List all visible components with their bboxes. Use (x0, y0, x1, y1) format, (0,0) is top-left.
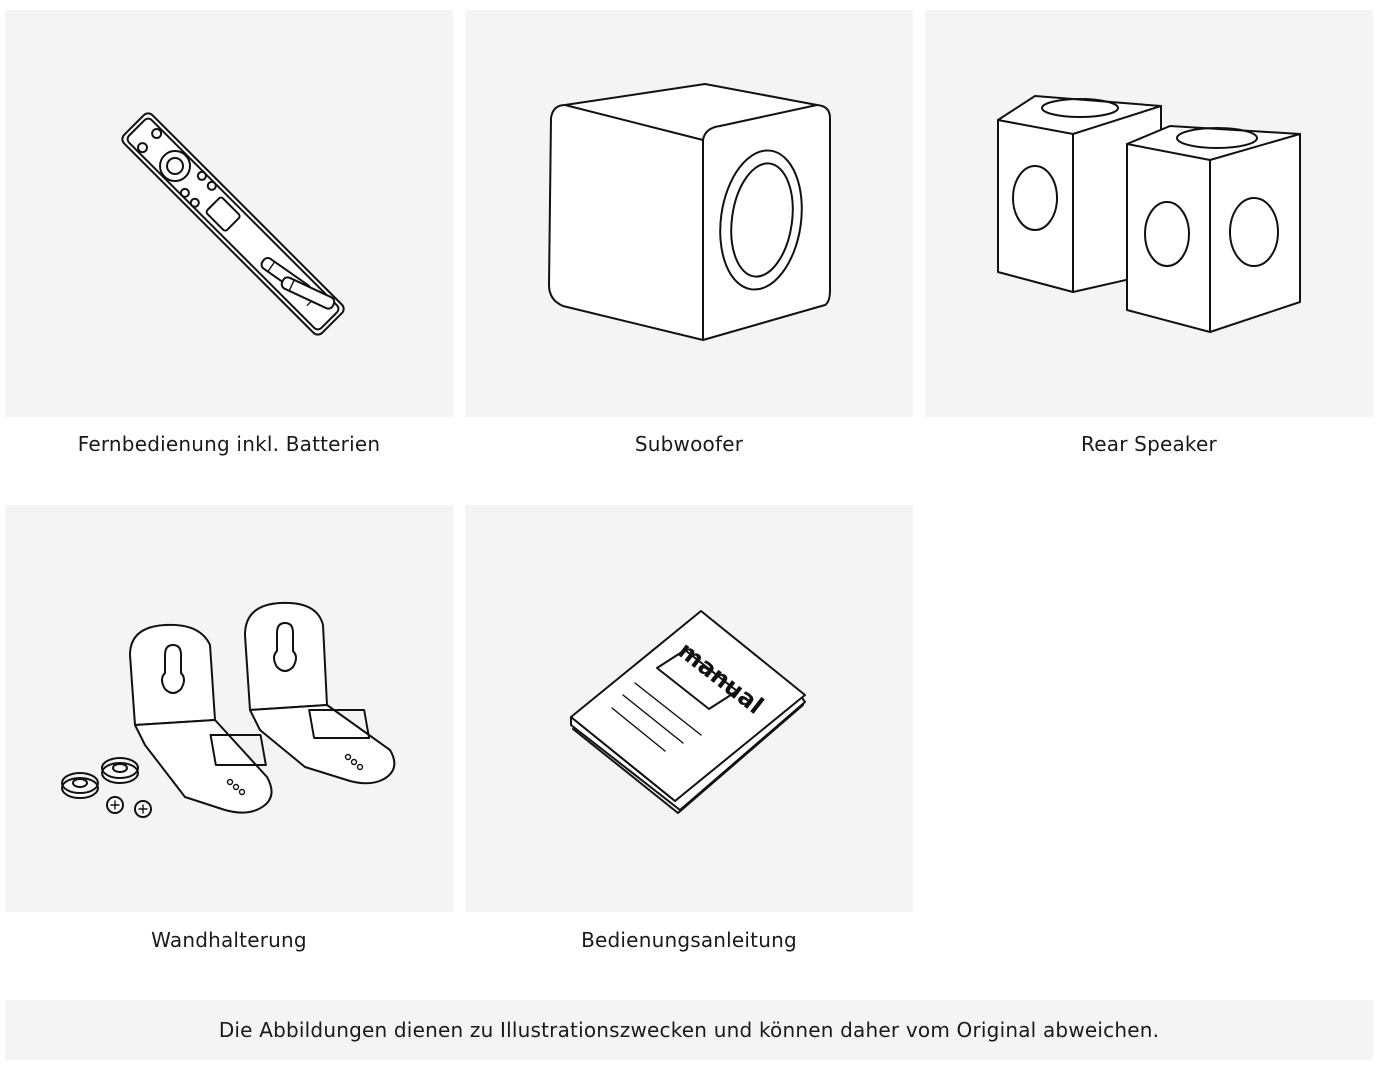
manual-booklet-icon: manual (570, 610, 806, 814)
item-card-rear-speaker (925, 10, 1373, 417)
item-label: Wandhalterung (151, 928, 307, 952)
subwoofer-icon (548, 83, 831, 341)
item-card-subwoofer (465, 10, 913, 417)
item-label: Bedienungsanleitung (581, 928, 797, 952)
item-label: Rear Speaker (1081, 432, 1217, 456)
disclaimer-bar: Die Abbildungen dienen zu Illustrationsz… (5, 1000, 1373, 1060)
item-card-remote (5, 10, 453, 417)
item-card-wall-mount (5, 505, 453, 912)
item-label: Subwoofer (634, 432, 744, 456)
remote-control-with-batteries-icon (121, 112, 345, 336)
wall-mount-brackets-icon (61, 601, 396, 818)
rear-speakers-icon (997, 95, 1301, 333)
disclaimer-text: Die Abbildungen dienen zu Illustrationsz… (218, 1018, 1160, 1042)
item-card-manual: manual (465, 505, 913, 912)
item-label: Fernbedienung inkl. Batterien (77, 432, 381, 456)
